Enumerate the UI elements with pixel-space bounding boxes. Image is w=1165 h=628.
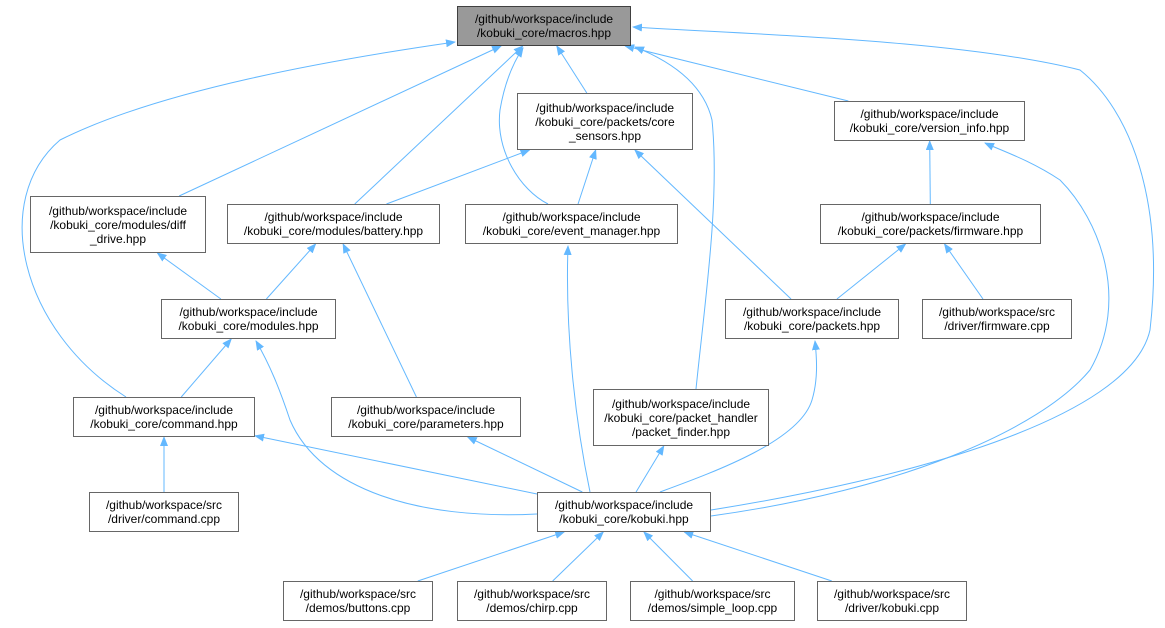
edge-modules-to-diff_drive [156,252,222,300]
edge-packet_finder-to-macros [634,46,715,390]
edge-kobuki-to-macros [632,23,1154,511]
edge-firmware_cpp-to-packets_firmware [943,243,984,300]
edge-buttons-to-kobuki [417,531,566,582]
edge-packets-to-core_sensors [634,149,792,300]
node-modules[interactable]: /github/workspace/include /kobuki_core/m… [161,299,336,339]
edge-kobuki-to-packet_finder [635,445,665,493]
node-label: /github/workspace/include /kobuki_core/p… [348,403,504,431]
node-label: /github/workspace/include /kobuki_core/m… [48,203,188,246]
node-label: /github/workspace/src /driver/kobuki.cpp [833,587,951,615]
node-label: /github/workspace/include /kobuki_core/p… [837,210,1024,238]
edge-parameters-to-battery [342,243,417,398]
node-label: /github/workspace/src /demos/simple_loop… [647,587,778,615]
edge-kobuki_cpp-to-kobuki [683,531,832,582]
edge-battery-to-core_sensors [386,149,531,205]
node-label: /github/workspace/include /kobuki_core/m… [178,305,319,333]
edge-packets-to-packets_firmware [836,243,907,300]
edge-kobuki-to-parameters [466,436,583,493]
node-label: /github/workspace/include /kobuki_core/m… [243,210,424,238]
node-buttons[interactable]: /github/workspace/src /demos/buttons.cpp [283,581,433,621]
node-battery[interactable]: /github/workspace/include /kobuki_core/m… [227,204,440,244]
node-label: /github/workspace/include /kobuki_core/p… [535,100,675,143]
node-kobuki[interactable]: /github/workspace/include /kobuki_core/k… [537,492,711,532]
node-firmware-cpp[interactable]: /github/workspace/src /driver/firmware.c… [922,299,1072,339]
node-label: /github/workspace/src /driver/firmware.c… [938,305,1056,333]
node-label: /github/workspace/include /kobuki_core/e… [482,210,661,238]
node-command[interactable]: /github/workspace/include /kobuki_core/c… [73,397,255,437]
edge-modules-to-battery [266,243,317,300]
edge-group [21,23,1154,582]
node-label: /github/workspace/src /driver/command.cp… [105,498,223,526]
node-diff-drive[interactable]: /github/workspace/include /kobuki_core/m… [30,196,206,253]
edge-core_sensors-to-macros [556,45,588,94]
node-label: /github/workspace/include /kobuki_core/p… [742,305,882,333]
edge-packets_firmware-to-version_info [925,140,934,205]
edge-command-to-macros [21,39,456,398]
edge-kobuki-to-event_manager [563,245,591,493]
edge-simple_loop-to-kobuki [643,531,693,582]
node-parameters[interactable]: /github/workspace/include /kobuki_core/p… [331,397,521,437]
node-kobuki-cpp[interactable]: /github/workspace/src /driver/kobuki.cpp [817,581,967,621]
node-packet-finder[interactable]: /github/workspace/include /kobuki_core/p… [593,389,769,446]
node-macros[interactable]: /github/workspace/include /kobuki_core/m… [457,6,631,46]
node-command-cpp[interactable]: /github/workspace/src /driver/command.cp… [89,492,239,532]
edge-kobuki-to-packets [659,340,820,493]
edge-kobuki-to-modules [255,340,538,516]
edge-command-to-modules [180,338,232,398]
node-label: /github/workspace/include /kobuki_core/m… [474,12,614,40]
node-event-manager[interactable]: /github/workspace/include /kobuki_core/e… [465,204,678,244]
node-core-sensors[interactable]: /github/workspace/include /kobuki_core/p… [517,93,693,150]
edge-chirp-to-kobuki [552,531,605,582]
node-simple-loop[interactable]: /github/workspace/src /demos/simple_loop… [630,581,795,621]
edge-battery-to-macros [354,45,524,205]
node-version-info[interactable]: /github/workspace/include /kobuki_core/v… [834,101,1025,141]
node-packets-firmware[interactable]: /github/workspace/include /kobuki_core/p… [820,204,1041,244]
node-packets[interactable]: /github/workspace/include /kobuki_core/p… [725,299,899,339]
node-label: /github/workspace/include /kobuki_core/v… [849,107,1010,135]
node-label: /github/workspace/src /demos/buttons.cpp [299,587,417,615]
edge-kobuki-to-version_info [710,142,1110,517]
node-label: /github/workspace/include /kobuki_core/k… [554,498,694,526]
edge-event_manager-to-core_sensors [577,149,597,205]
node-label: /github/workspace/include /kobuki_core/c… [90,403,238,431]
edge-kobuki-to-command [254,433,538,495]
node-chirp[interactable]: /github/workspace/src /demos/chirp.cpp [457,581,607,621]
node-label: /github/workspace/include /kobuki_core/p… [604,396,758,439]
edge-event_manager-to-macros [498,47,549,205]
edge-diff_drive-to-macros [178,45,502,197]
node-label: /github/workspace/src /demos/chirp.cpp [473,587,591,615]
edge-version_info-to-macros [624,44,849,102]
